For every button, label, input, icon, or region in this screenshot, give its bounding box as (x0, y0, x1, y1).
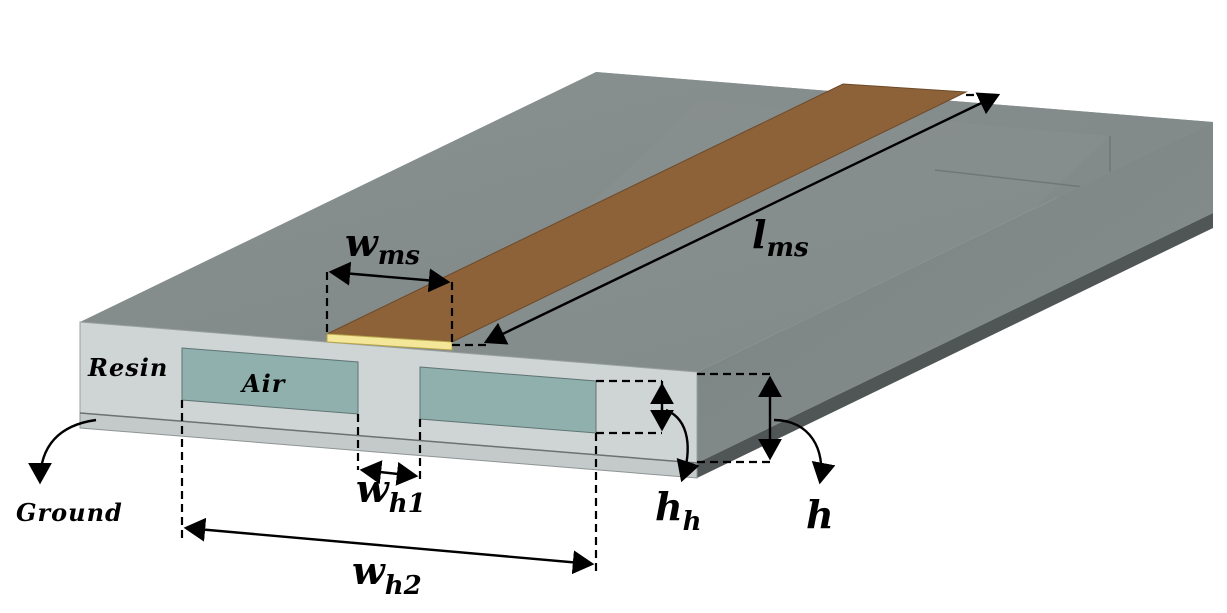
dimension-h (697, 372, 836, 485)
strip-front-edge (326, 333, 453, 351)
h-label: h (806, 492, 834, 537)
h-h-label: hh (655, 484, 702, 537)
ground-pointer (28, 418, 97, 485)
l-ms-label: lms (752, 212, 809, 263)
ground-interface-line (79, 412, 698, 464)
substrate-block (79, 72, 1213, 479)
dimension-l-ms (452, 92, 1001, 347)
dimension-w-h1 (356, 414, 422, 486)
dimension-w-h2 (180, 400, 598, 575)
air-label: Air (240, 369, 287, 398)
dimension-w-ms (325, 261, 454, 342)
ground-label: Ground (16, 498, 123, 527)
resin-label: Resin (87, 353, 168, 382)
w-h2-label: wh2 (352, 548, 422, 601)
ground-side-face (697, 213, 1213, 478)
dimension-h-h (596, 379, 700, 483)
w-ms-label: wms (345, 220, 420, 271)
w-h1-label: wh1 (356, 466, 426, 519)
